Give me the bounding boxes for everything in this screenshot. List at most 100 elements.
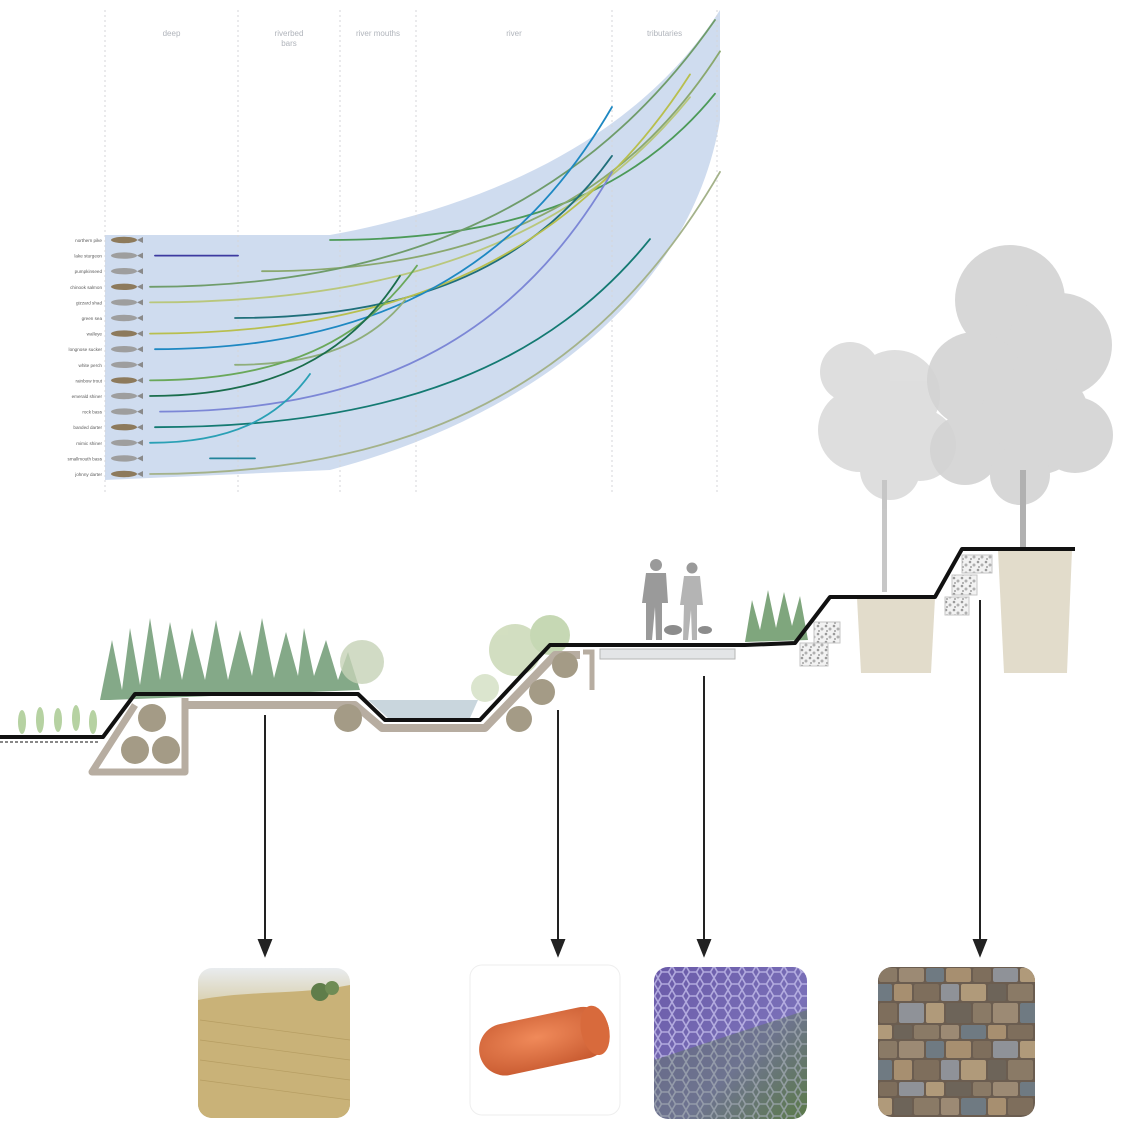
- stone-block: [914, 1098, 939, 1115]
- stone-block: [899, 968, 924, 982]
- stone-block: [1035, 984, 1053, 1001]
- stone-block: [988, 1060, 1006, 1080]
- container-left: [88, 698, 189, 776]
- fish-icon: [111, 439, 143, 446]
- stone-block: [1008, 1060, 1033, 1080]
- marsh-grass: [100, 618, 360, 700]
- stone-block: [899, 1041, 924, 1058]
- riprap-rocks: [121, 652, 578, 764]
- stone-block: [1020, 968, 1035, 982]
- tree-small: [818, 342, 956, 592]
- habitat-curve: [149, 171, 721, 475]
- stone-block: [1008, 1025, 1033, 1039]
- stone-block: [961, 1025, 986, 1039]
- tree-large: [927, 245, 1113, 548]
- stone-block: [878, 984, 892, 1001]
- habitat-curve: [149, 73, 691, 335]
- species-label: gizzard shad: [76, 300, 102, 305]
- permeable-paver-grid-photo: [654, 967, 807, 1119]
- stone-block: [993, 1041, 1018, 1058]
- species-label: chinook salmon: [70, 285, 102, 290]
- fish-icon: [111, 455, 143, 462]
- stone-block: [946, 1041, 971, 1058]
- stone-block: [988, 1098, 1006, 1115]
- zone-label-4: river: [506, 29, 522, 38]
- fish-icon: [111, 314, 143, 322]
- fish-icon: [111, 346, 143, 353]
- zone-label-1: deep: [163, 29, 181, 38]
- stone-block: [894, 984, 912, 1001]
- species-label: northern pike: [75, 238, 102, 243]
- water-pool: [368, 700, 478, 718]
- stone-block: [899, 1082, 924, 1096]
- stone-block: [988, 984, 1006, 1001]
- shrub: [340, 640, 384, 684]
- fish-icon: [111, 424, 143, 431]
- stone-blocks: [878, 968, 1053, 1115]
- gabion-stone-wall-photo: [878, 967, 1053, 1117]
- habitat-curve: [149, 373, 311, 444]
- habitat-curve: [149, 275, 401, 397]
- stone-block: [926, 1041, 944, 1058]
- coir-log-photo: [469, 964, 621, 1116]
- species-label: johnny darter: [74, 472, 102, 477]
- planter-right: [998, 550, 1072, 673]
- stone-block: [914, 1060, 939, 1080]
- stone-block: [878, 1060, 892, 1080]
- stone-block: [879, 1041, 897, 1058]
- fish-icon: [111, 377, 143, 384]
- stone-block: [926, 1003, 944, 1023]
- zone-label-5: tributaries: [647, 29, 682, 38]
- stone-block: [879, 1003, 897, 1023]
- seedlings: [18, 705, 97, 734]
- habitat-curve: [234, 154, 613, 319]
- fish-icon: [111, 361, 143, 368]
- stone-block: [946, 968, 971, 982]
- stone-block: [993, 968, 1018, 982]
- stone-block: [973, 1082, 991, 1096]
- habitat-curve: [149, 96, 691, 304]
- fish-icon: [111, 252, 143, 259]
- zone-dividers: [104, 10, 718, 495]
- fish-icon: [111, 330, 143, 337]
- arrow-head-3: [696, 939, 712, 958]
- habitat-curve: [159, 171, 613, 413]
- species-curves: [149, 19, 721, 475]
- species-label: walleye: [87, 332, 103, 337]
- upper-grass: [745, 590, 808, 642]
- habitat-curve: [234, 299, 406, 366]
- stone-block: [1035, 1025, 1053, 1039]
- stone-block: [993, 1003, 1018, 1023]
- stone-block: [993, 1082, 1018, 1096]
- fish-icon: [111, 268, 143, 275]
- fish-icon: [111, 408, 143, 415]
- erosion-blanket-photo: [198, 968, 350, 1118]
- stone-block: [941, 1098, 959, 1115]
- material-tiles: [198, 964, 1053, 1119]
- stone-block: [973, 1003, 991, 1023]
- stone-block: [1008, 984, 1033, 1001]
- stone-block: [988, 1025, 1006, 1039]
- people-walking: [642, 559, 712, 640]
- fish-icon: [111, 283, 143, 290]
- stone-block: [946, 1003, 971, 1023]
- stone-block: [941, 984, 959, 1001]
- stone-block: [946, 1082, 971, 1096]
- stone-block: [973, 968, 991, 982]
- fish-icon: [111, 470, 143, 478]
- stone-block: [1035, 1098, 1053, 1115]
- stone-block: [878, 1025, 892, 1039]
- stone-block: [1020, 1041, 1035, 1058]
- stone-block: [941, 1025, 959, 1039]
- stone-block: [899, 1003, 924, 1023]
- stone-block: [894, 1025, 912, 1039]
- zone-label-3: river mouths: [356, 29, 400, 38]
- species-label: rock bass: [82, 410, 102, 415]
- fish-icon: [111, 392, 143, 400]
- fish-icon: [111, 299, 143, 306]
- fish-icon: [111, 236, 143, 244]
